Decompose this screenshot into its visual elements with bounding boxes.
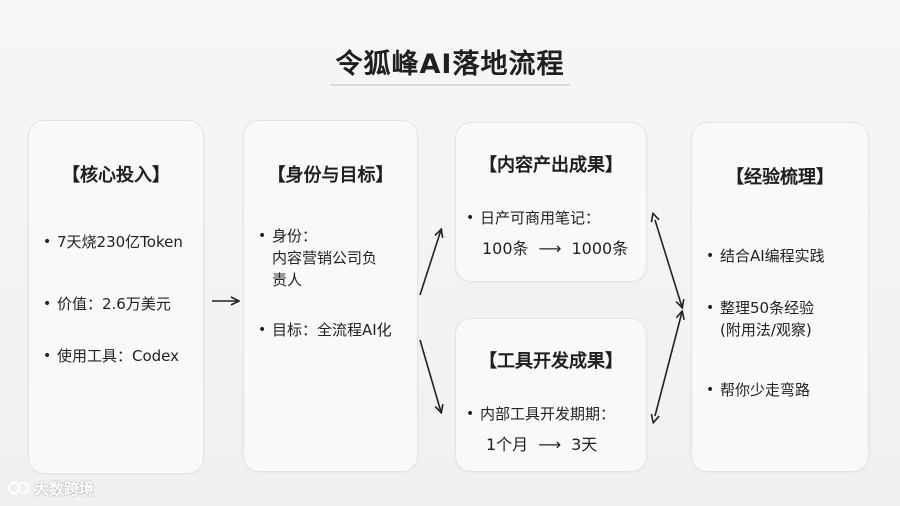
content-before-value: 100条 [482,239,529,258]
content-item-change: 100条 ⟶ 1000条 [482,235,628,259]
card-content-title: 【内容产出成果】 [479,155,623,176]
card-tools-title: 【工具开发成果】 [479,351,623,372]
card-core-input: 【核心投入】 7天烧230亿Token 价值：2.6万美元 使用工具：Codex [28,120,204,474]
tools-change-arrow: ⟶ [538,435,562,454]
core-item-tool: 使用工具：Codex [43,345,203,367]
card-experience-title: 【经验梳理】 [726,167,834,188]
arrow-tools-experience [655,312,682,416]
identity-item-goal: 目标：全流程AI化 [258,319,413,341]
core-item-value: 价值：2.6万美元 [43,293,203,315]
content-after-value: 1000条 [571,239,629,258]
card-core-title: 【核心投入】 [62,165,170,186]
card-identity-title: 【身份与目标】 [267,165,394,186]
card-identity-goal: 【身份与目标】 身份： 内容营销公司负 责人 目标：全流程AI化 [243,120,418,472]
tools-before-value: 1个月 [486,435,529,454]
watermark-logo-icon [8,482,29,494]
experience-item-shortcut: 帮你少走弯路 [706,379,866,401]
experience-item-tips: 整理50条经验 (附用法/观察) [706,297,866,341]
watermark-text: 大数跨境 [34,480,95,498]
experience-item-practice: 结合AI编程实践 [706,245,866,267]
core-item-tokens: 7天烧230亿Token [43,231,203,253]
card-experience: 【经验梳理】 结合AI编程实践 整理50条经验 (附用法/观察) 帮你少走弯路 [691,122,869,472]
content-item-label: 日产可商用笔记： [466,207,646,229]
arrow-identity-to-tools [419,339,441,412]
card-content-output: 【内容产出成果】 日产可商用笔记： 100条 ⟶ 1000条 [455,122,647,282]
tools-item-label: 内部工具开发期期： [466,403,646,425]
arrow-identity-to-content [419,230,441,296]
content-change-arrow: ⟶ [538,239,562,258]
card-tool-dev: 【工具开发成果】 内部工具开发期期： 1个月 ⟶ 3天 [455,318,647,472]
diagram-title: 令狐峰AI落地流程 [335,49,565,80]
title-underline [330,84,570,86]
arrow-content-experience [655,220,682,307]
tools-item-change: 1个月 ⟶ 3天 [486,431,597,455]
identity-item-role: 身份： 内容营销公司负 责人 [258,225,408,291]
tools-after-value: 3天 [571,435,598,454]
